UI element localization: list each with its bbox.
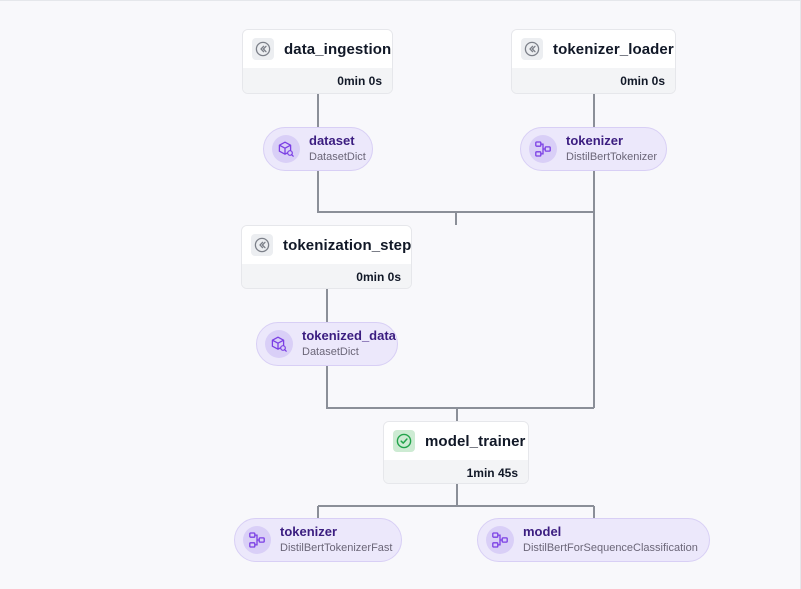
artifact-name: tokenized_data [302, 328, 396, 344]
model-graph-icon [529, 135, 557, 163]
step-duration: 1min 45s [466, 465, 518, 480]
artifact-name: model [523, 524, 562, 540]
artifact-node-dataset[interactable]: dataset DatasetDict [263, 127, 373, 171]
step-name: data_ingestion [284, 40, 392, 58]
cached-rewind-icon [252, 38, 274, 60]
edge-tokenized-data-model-trainer [326, 366, 594, 409]
artifact-type: DistilBertTokenizerFast [280, 542, 393, 555]
cached-rewind-icon [251, 234, 273, 256]
artifact-name: tokenizer [280, 524, 338, 540]
edge-tokenizer-tokenization-step [456, 171, 595, 213]
artifact-node-tokenizer-output[interactable]: tokenizer DistilBertTokenizerFast [234, 518, 402, 562]
artifact-type: DatasetDict [309, 151, 366, 164]
artifact-node-tokenizer-loaded[interactable]: tokenizer DistilBertTokenizer [520, 127, 667, 171]
step-node-model-trainer[interactable]: model_trainer 1min 45s [383, 421, 529, 484]
artifact-type: DistilBertTokenizer [566, 151, 658, 164]
edge-dataset-tokenization-step [317, 171, 457, 225]
step-node-data-ingestion[interactable]: data_ingestion 0min 0s [242, 29, 393, 94]
artifact-node-model[interactable]: model DistilBertForSequenceClassificatio… [477, 518, 710, 562]
artifact-type: DatasetDict [302, 346, 359, 359]
check-circle-icon [393, 430, 415, 452]
step-node-tokenization-step[interactable]: tokenization_step 0min 0s [241, 225, 412, 289]
dataset-cube-icon [272, 135, 300, 163]
step-duration: 0min 0s [620, 73, 665, 88]
model-graph-icon [486, 526, 514, 554]
step-duration: 0min 0s [356, 269, 401, 284]
top-divider [0, 0, 801, 1]
artifact-name: dataset [309, 133, 355, 149]
model-graph-icon [243, 526, 271, 554]
dataset-cube-icon [265, 330, 293, 358]
step-name: tokenizer_loader [553, 40, 674, 58]
artifact-node-tokenized-data[interactable]: tokenized_data DatasetDict [256, 322, 398, 366]
step-duration: 0min 0s [337, 73, 382, 88]
step-name: tokenization_step [283, 236, 412, 254]
cached-rewind-icon [521, 38, 543, 60]
step-name: model_trainer [425, 432, 526, 450]
artifact-name: tokenizer [566, 133, 624, 149]
step-node-tokenizer-loader[interactable]: tokenizer_loader 0min 0s [511, 29, 676, 94]
artifact-type: DistilBertForSequenceClassification [523, 542, 698, 555]
